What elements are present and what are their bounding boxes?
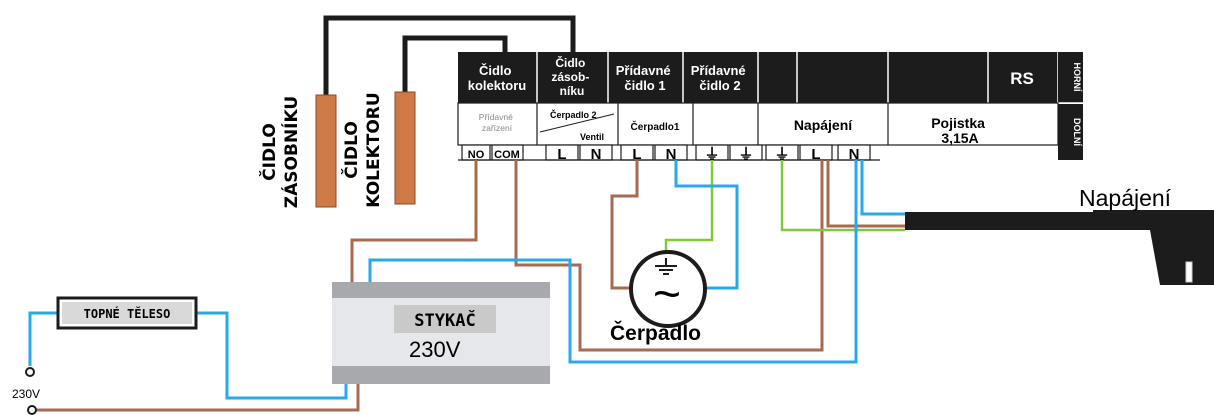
pump: ~ Čerpadlo	[610, 250, 707, 345]
terminal-n-3: N	[849, 146, 860, 163]
terminal-ground-1: ⏚	[704, 146, 719, 163]
terminal-com: COM	[494, 149, 520, 161]
pojistka-l2: 3,15A	[941, 130, 978, 146]
sensor-kolektoru-line1: ČIDLO	[340, 121, 362, 179]
header-zasobnik-l1: Čidlo	[555, 55, 585, 70]
contactor-label: STYKAČ	[414, 309, 475, 331]
svg-text:Přídavné čidlo 2: Přídavné čidlo 2	[691, 63, 750, 93]
svg-text:Čidlo zásob- níku: Čidlo zásob- níku	[551, 55, 592, 98]
sensor-zasobniku-line1: ČIDLO	[258, 123, 280, 181]
pump-symbol: ~	[653, 268, 681, 321]
pridavne-zarizeni-l1: Přídavné	[479, 112, 513, 122]
svg-text:KOLEKTORU: KOLEKTORU	[364, 92, 384, 207]
terminal-l-2: L	[632, 146, 641, 163]
terminal-l-3: L	[811, 146, 820, 163]
header-pridavne1-l1: Přídavné	[616, 63, 671, 78]
mains-terminals: 230V	[12, 367, 40, 415]
cerpadlo1-label: Čerpadlo1	[631, 120, 680, 133]
cerpadlo2-label: Čerpadlo 2	[550, 109, 597, 120]
svg-text:ČIDLO: ČIDLO	[340, 121, 362, 179]
power-plug-label: Napájení	[1079, 185, 1172, 211]
svg-text:DOLNÍ: DOLNÍ	[1072, 118, 1082, 146]
svg-text:ČIDLO: ČIDLO	[258, 123, 280, 181]
ventil-label: Ventil	[580, 132, 604, 142]
terminal-no: NO	[468, 149, 485, 161]
terminal-block: Čidlo kolektoru Čidlo zásob- níku Přídav…	[457, 52, 1083, 163]
svg-text:Přídavné zařízení: Přídavné zařízení	[479, 112, 515, 133]
pojistka-l1: Pojistka	[931, 115, 985, 131]
napajeni-block-label: Napájení	[794, 117, 853, 133]
terminal-l-1: L	[557, 146, 566, 163]
sensor-wires	[323, 15, 576, 95]
heater: TOPNÉ TĚLESO	[56, 296, 198, 330]
sensor-kolektoru: ČIDLO KOLEKTORU	[340, 91, 416, 208]
header-zasobnik-l3: níku	[560, 84, 585, 98]
sensor-zasobniku-line2: ZÁSOBNÍKU	[280, 96, 302, 208]
terminal-ground-2: ⏚	[738, 146, 753, 163]
contactor: STYKAČ 230V	[332, 282, 550, 384]
ground-icon	[655, 258, 677, 275]
svg-text:HORNÍ: HORNÍ	[1072, 63, 1082, 92]
power-plug: Napájení	[905, 185, 1214, 285]
brown-wires	[36, 160, 905, 412]
svg-text:Čidlo kolektoru: Čidlo kolektoru	[468, 63, 527, 93]
terminal-ground-3: ⏚	[774, 146, 789, 163]
pump-label: Čerpadlo	[610, 321, 701, 345]
terminal-n-2: N	[666, 146, 677, 163]
terminal-n-1: N	[591, 146, 602, 163]
dolni-label: DOLNÍ	[1072, 118, 1082, 146]
svg-text:ZÁSOBNÍKU: ZÁSOBNÍKU	[280, 96, 302, 208]
contactor-voltage: 230V	[409, 337, 461, 362]
header-kolektor-l1: Čidlo	[479, 63, 512, 78]
rs-label: RS	[1010, 69, 1034, 88]
header-pridavne2-l1: Přídavné	[691, 63, 746, 78]
svg-text:Pojistka 3,15A: Pojistka 3,15A	[931, 115, 989, 146]
horni-label: HORNÍ	[1072, 63, 1082, 92]
pridavne-zarizeni-l2: zařízení	[482, 123, 513, 133]
sensor-zasobniku: ČIDLO ZÁSOBNÍKU	[258, 94, 337, 208]
blue-wires	[28, 160, 905, 400]
svg-text:Přídavné čidlo 1: Přídavné čidlo 1	[616, 63, 675, 93]
mains-voltage: 230V	[12, 387, 40, 401]
header-pridavne2-l2: čidlo 2	[699, 78, 740, 93]
green-wires	[664, 160, 905, 262]
sensor-kolektoru-line2: KOLEKTORU	[364, 92, 384, 207]
header-zasobnik-l2: zásob-	[551, 70, 589, 84]
heater-label: TOPNÉ TĚLESO	[84, 306, 171, 321]
header-pridavne1-l2: čidlo 1	[624, 78, 665, 93]
header-kolektor-l2: kolektoru	[468, 78, 527, 93]
